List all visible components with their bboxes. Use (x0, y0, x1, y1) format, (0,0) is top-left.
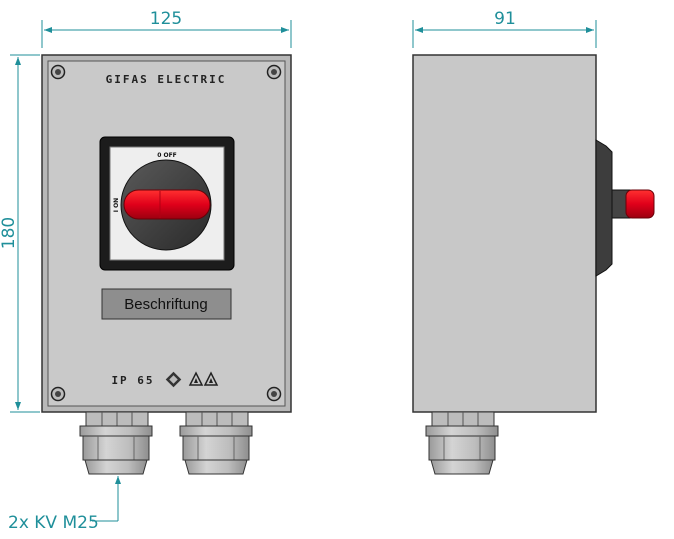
screw-icon (266, 64, 282, 80)
ip-rating: IP 65 (111, 374, 154, 387)
front-width-value: 125 (150, 9, 182, 29)
switch-off-label: 0 OFF (157, 152, 177, 159)
side-switch-bezel (595, 139, 613, 277)
side-switch-handle[interactable] (625, 189, 655, 219)
cable-gland-left (79, 411, 153, 475)
switch-handle[interactable] (123, 189, 211, 220)
screw-icon (50, 386, 66, 402)
brand-name: GIFAS ELECTRIC (106, 73, 227, 86)
cable-gland-right (179, 411, 253, 475)
front-view: GIFAS ELECTRIC 0 OFF I ON Beschriftung I… (41, 54, 292, 413)
label-plate-text: Beschriftung (124, 296, 207, 313)
cable-gland-leader (92, 476, 121, 522)
dust-protection-icon (165, 371, 182, 388)
side-depth-value: 91 (494, 9, 516, 29)
height-dimension: 180 (0, 54, 40, 413)
label-plate (101, 288, 232, 320)
warning-triangle-icon (203, 371, 219, 386)
side-depth-dimension: 91 (412, 9, 597, 48)
height-value: 180 (0, 217, 19, 249)
side-view (412, 54, 655, 413)
switch-on-label: I ON (113, 198, 120, 212)
warning-triangle-icon (188, 371, 204, 386)
screw-icon (50, 64, 66, 80)
screw-icon (266, 386, 282, 402)
side-cable-gland (425, 411, 499, 475)
cable-gland-note: 2x KV M25 (8, 513, 99, 533)
front-width-dimension: 125 (41, 9, 292, 48)
side-housing (412, 54, 597, 413)
